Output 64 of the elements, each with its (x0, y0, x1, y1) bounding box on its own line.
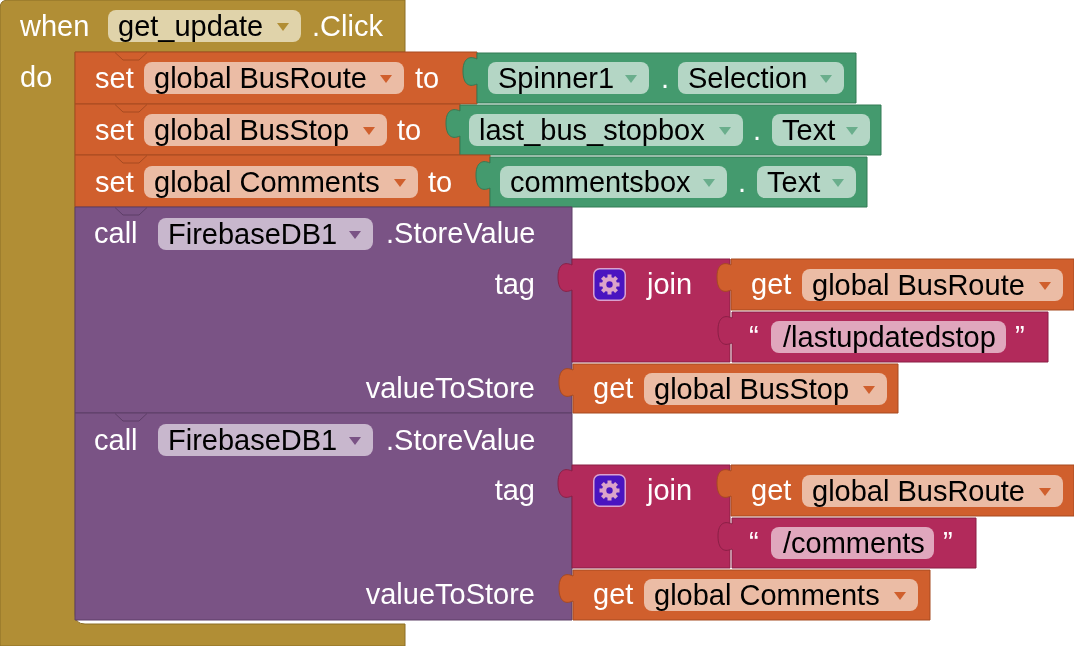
block-label: valueToStore (365, 371, 535, 405)
method-call-block (75, 413, 572, 620)
text-block (718, 312, 1048, 362)
block-label: .StoreValue (386, 423, 536, 457)
block-label: . (753, 113, 762, 147)
block-label: call (94, 216, 138, 250)
dropdown-field: get_update (108, 10, 301, 42)
block-label: get (593, 371, 634, 405)
set-block (75, 104, 460, 155)
dropdown-field: FirebaseDB1 (158, 218, 373, 250)
property-block (446, 105, 881, 155)
quote-mark: ” (1015, 319, 1025, 353)
string-field: /lastupdatedstop (771, 321, 1006, 353)
dropdown-field: global BusStop (644, 373, 887, 405)
method-call-block (75, 207, 572, 413)
get-block (559, 570, 930, 620)
block-label: call (94, 423, 138, 457)
block-label: .StoreValue (386, 216, 536, 250)
dropdown-field: commentsbox (500, 166, 727, 198)
set-block (75, 52, 477, 104)
block-label: set (95, 113, 134, 147)
join-block (558, 259, 730, 362)
dropdown-field: global BusRoute (802, 269, 1063, 301)
block-label: valueToStore (365, 577, 535, 611)
dropdown-field: FirebaseDB1 (158, 424, 373, 456)
property-block (463, 53, 856, 103)
get-block (717, 259, 1074, 310)
block-label: . (661, 61, 670, 95)
set-block (75, 155, 490, 207)
block-label: do (20, 60, 53, 94)
block-label: join (647, 267, 693, 301)
block-label: join (647, 473, 693, 507)
quote-mark: ” (943, 525, 953, 559)
block-label: . (738, 165, 747, 199)
block-label: to (397, 113, 422, 147)
block-label: get (751, 473, 792, 507)
quote-mark: “ (749, 319, 759, 353)
block-label: get (751, 267, 792, 301)
string-field: /comments (771, 527, 934, 559)
dropdown-field: global BusStop (144, 114, 387, 146)
dropdown-field: Text (757, 166, 856, 198)
dropdown-field: global BusRoute (144, 62, 404, 94)
block-label: to (428, 165, 453, 199)
dropdown-field: Spinner1 (488, 62, 649, 94)
dropdown-field: Text (772, 114, 870, 146)
join-block (558, 465, 730, 568)
block-label: set (95, 165, 134, 199)
dropdown-field: Selection (678, 62, 844, 94)
text-block (718, 518, 976, 568)
block-label: tag (494, 473, 535, 507)
get-block (559, 364, 898, 413)
dropdown-field: last_bus_stopbox (469, 114, 743, 146)
block-label: get (593, 577, 634, 611)
block-label: .Click (312, 9, 383, 43)
dropdown-field: global Comments (644, 579, 918, 611)
block-label: to (415, 61, 440, 95)
block-label: tag (494, 267, 535, 301)
quote-mark: “ (749, 525, 759, 559)
property-block (476, 157, 867, 207)
block-label: when (20, 9, 90, 43)
block-label: set (95, 61, 134, 95)
dropdown-field: global BusRoute (802, 475, 1063, 507)
get-block (717, 465, 1074, 516)
dropdown-field: global Comments (144, 166, 418, 198)
